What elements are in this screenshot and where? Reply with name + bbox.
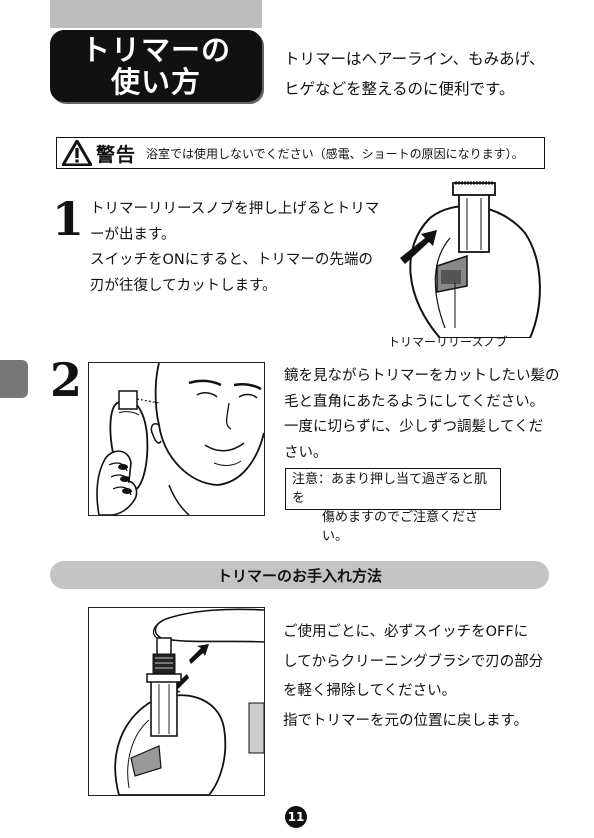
face-trimming-illustration <box>96 362 265 516</box>
care-text: ご使用ごとに、必ずスイッチをOFFに してからクリーニングブラシで刃の部分 を軽… <box>283 618 583 736</box>
section-title-line2: 使い方 <box>110 65 201 99</box>
section-title-line1: トリマーの <box>80 33 231 67</box>
warning-label: 警告 <box>96 143 137 166</box>
care-line: してからクリーニングブラシで刃の部分 <box>283 653 544 670</box>
care-section-heading: トリマーのお手入れ方法 <box>50 561 549 589</box>
section-title: トリマーの 使い方 <box>50 30 262 102</box>
step-2-line: 毛と直角にあたるようにしてください。 <box>284 393 545 410</box>
intro-line2: ヒゲなどを整えるのに便利です。 <box>284 80 515 98</box>
caution-note: 注意：あまり押し当て過ぎると肌を 傷めますのでご注意ください。 <box>285 468 501 544</box>
step-1-line: スイッチをONにすると、トリマーの先端の <box>90 252 373 268</box>
step-1-line: トリマーリリースノブを押し上げるとトリマ <box>90 201 380 217</box>
step-1-text: トリマーリリースノブを押し上げるとトリマ ーが出ます。 スイッチをONにすると、… <box>90 197 390 299</box>
page-number: 11 <box>285 806 307 828</box>
step-2-text: 鏡を見ながらトリマーをカットしたい髪の 毛と直角にあたるようにしてください。 一… <box>284 364 584 466</box>
step-2-line: さい。 <box>284 444 328 461</box>
intro-line1: トリマーはヘアーライン、もみあげ、 <box>284 50 545 68</box>
step-2-illustration-frame <box>88 362 265 516</box>
caution-note-line1: 注意：あまり押し当て過ぎると肌を <box>292 472 488 506</box>
step-2-number: 2 <box>50 353 83 407</box>
intro-text: トリマーはヘアーライン、もみあげ、 ヒゲなどを整えるのに便利です。 <box>284 44 584 104</box>
step-1-number: 1 <box>52 192 85 246</box>
shaver-trimmer-illustration <box>400 181 541 338</box>
step-1-line: 刃が往復してカットします。 <box>90 277 277 294</box>
care-line: を軽く掃除してください。 <box>283 683 457 699</box>
care-heading-text: トリマーのお手入れ方法 <box>216 566 382 585</box>
warning-text: 浴室では使用しないでください（感電、ショートの原因になります）。 <box>146 146 524 161</box>
trimmer-release-knob-caption: トリマーリリースノブ <box>388 335 508 349</box>
care-illustration-frame <box>88 607 265 796</box>
caution-note-line2: 傷めますのでご注意ください。 <box>322 510 479 544</box>
top-tab-band <box>50 0 262 28</box>
step-2-line: 一度に切らずに、少しずつ調髪してくだ <box>284 419 544 435</box>
step-1-line: ーが出ます。 <box>90 226 176 243</box>
care-line: 指でトリマーを元の位置に戻します。 <box>283 712 529 729</box>
warning-triangle-icon <box>62 140 92 166</box>
cleaning-brush-illustration <box>114 608 265 796</box>
side-index-tab <box>0 360 28 398</box>
care-line: ご使用ごとに、必ずスイッチをOFFに <box>283 624 529 640</box>
warning-box: 警告 浴室では使用しないでください（感電、ショートの原因になります）。 <box>56 137 545 169</box>
step-2-line: 鏡を見ながらトリマーをカットしたい髪の <box>284 368 560 384</box>
